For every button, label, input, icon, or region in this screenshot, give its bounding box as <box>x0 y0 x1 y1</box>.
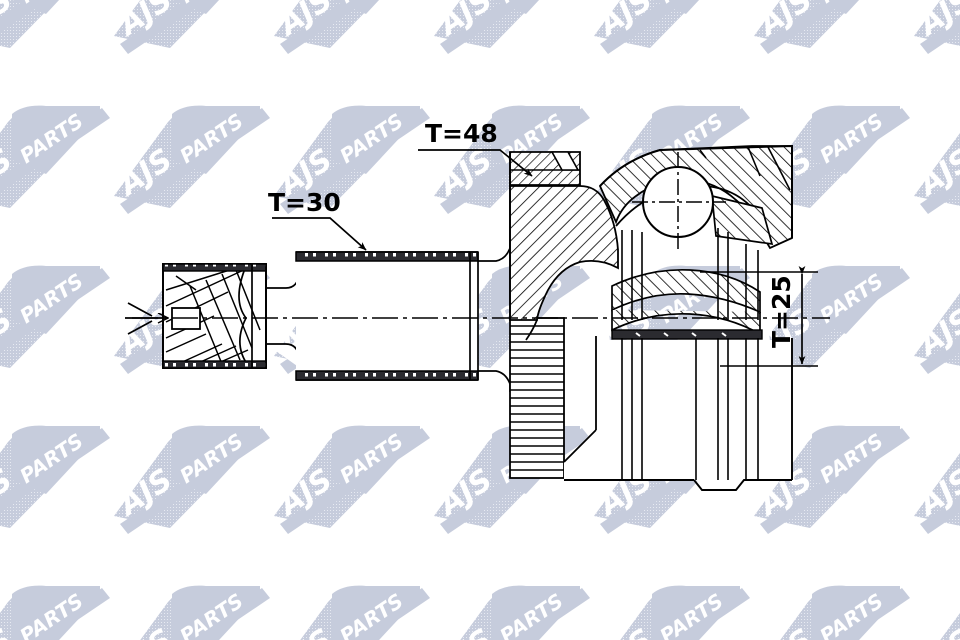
outer-race-lower-body <box>563 228 793 491</box>
dimension-label-t48: T=48 <box>425 119 498 148</box>
inner-race <box>509 151 619 341</box>
end-cap-block <box>162 263 267 369</box>
stub-shaft <box>266 240 511 392</box>
dimension-t25 <box>700 266 818 367</box>
dimension-label-t30: T=30 <box>268 188 341 217</box>
axis-centerline <box>132 152 830 319</box>
dimension-label-t25: T=25 <box>767 275 796 348</box>
ball-cage <box>611 194 774 340</box>
dimension-t30 <box>272 217 367 251</box>
abs-tone-ring <box>509 317 565 479</box>
dimension-t48 <box>418 149 533 177</box>
